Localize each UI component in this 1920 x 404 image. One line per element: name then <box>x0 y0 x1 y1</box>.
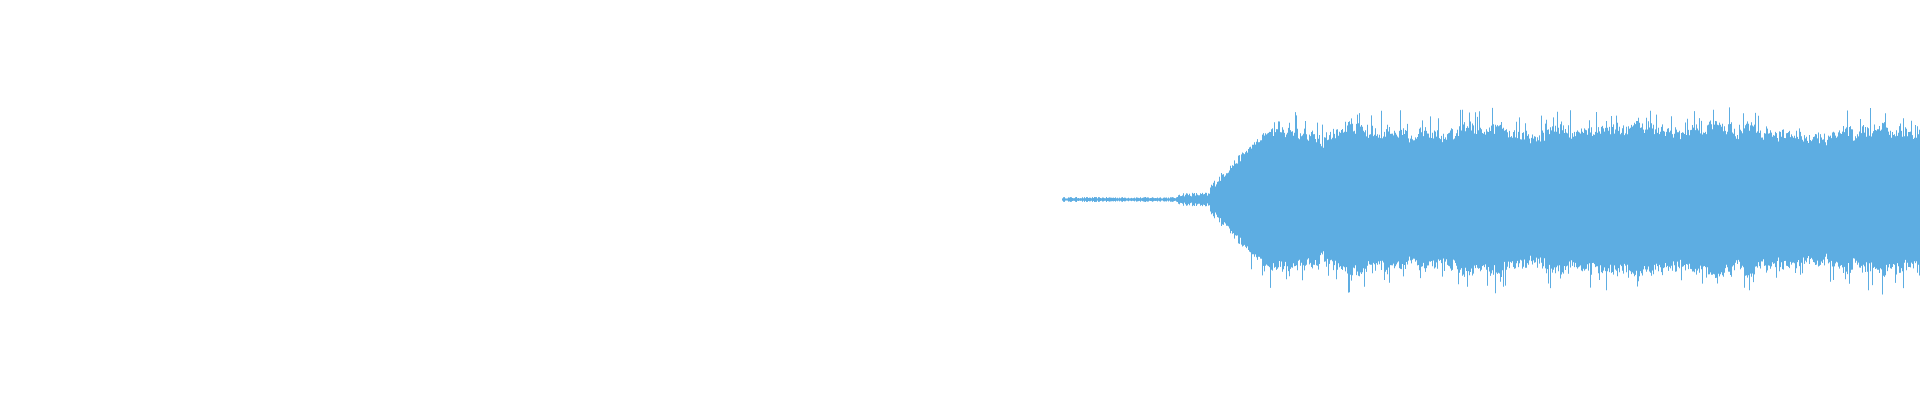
waveform <box>1062 107 1920 295</box>
